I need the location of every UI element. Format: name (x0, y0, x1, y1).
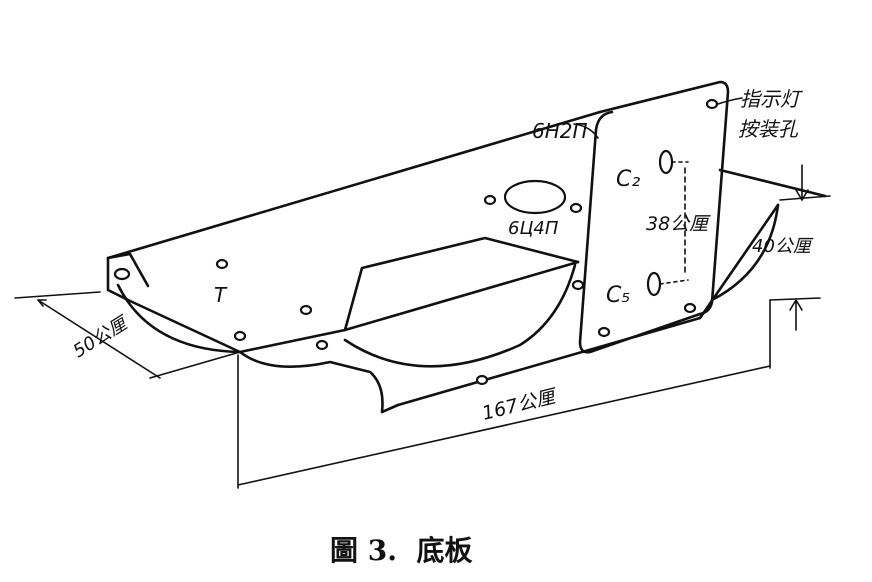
dimension-lines (14, 97, 831, 489)
label-length: 167公厘 (480, 385, 560, 425)
label-spacing: 38公厘 (646, 213, 711, 235)
hole (475, 374, 489, 386)
labels: 6H2П 6Ц4П 指示灯 按装孔 C₂ C₅ T 38公厘 40公厘 50公厘… (70, 87, 814, 425)
label-t: T (214, 283, 228, 307)
hole (597, 326, 611, 338)
label-lamp-line1: 指示灯 (740, 87, 804, 111)
mounting-holes (113, 98, 719, 386)
chassis-outline (106, 110, 827, 414)
hole-c5 (646, 271, 662, 297)
hole (215, 258, 229, 270)
hole (571, 279, 585, 291)
label-6c4p: 6Ц4П (508, 218, 559, 239)
hole (683, 302, 697, 314)
hole (315, 339, 329, 351)
figure-caption: 圖 3. 底板 (330, 534, 472, 567)
hole (233, 330, 247, 342)
lamp-hole (705, 98, 719, 110)
label-6h2p: 6H2П (532, 119, 588, 143)
hole (483, 194, 497, 206)
socket-hole-6c4p (503, 179, 567, 215)
label-c5: C₅ (606, 283, 630, 308)
label-lamp-line2: 按装孔 (738, 117, 799, 141)
hole (299, 304, 313, 316)
vertical-panel (578, 80, 730, 354)
hole-c2 (658, 149, 674, 175)
hole-bracket (113, 267, 131, 281)
label-height: 40公厘 (752, 236, 814, 257)
hole (569, 202, 583, 214)
label-c2: C₂ (616, 167, 640, 192)
